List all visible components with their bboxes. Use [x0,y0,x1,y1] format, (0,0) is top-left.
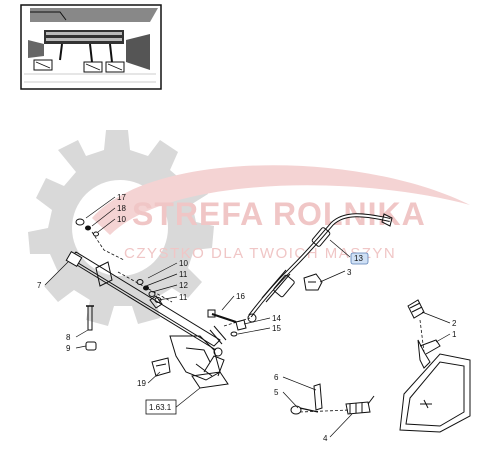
watermark-subtitle: CZYSTKO DLA TWOICH MASZYN [124,245,396,262]
label-8: 8 [66,333,71,342]
label-3: 3 [347,268,352,277]
pedal-shaft-assembly [65,250,229,389]
label-18: 18 [117,204,126,213]
lower-fittings [290,383,375,415]
inset-pedal-view [20,4,162,90]
label-15: 15 [272,324,281,333]
label-10-middle: 10 [179,259,188,268]
label-11-upper: 11 [179,270,188,279]
label-9: 9 [66,344,71,353]
watermark-title: STREFA ROLNIKA [132,196,426,232]
watermark-swoosh [92,165,470,235]
label-13: 13 [354,254,363,263]
reference-163-label: 1.63.1 [149,403,172,412]
right-pedal [399,299,471,433]
label-5: 5 [274,388,279,397]
label-11-lower: 11 [179,293,188,302]
label-19: 19 [137,379,146,388]
reference-box[interactable]: 1.63.1 [145,399,177,415]
label-1: 1 [452,330,457,339]
leader-lines [44,196,451,438]
watermark-logo: STREFA ROLNIKA CZYSTKO DLA TWOICH MASZYN [28,130,470,326]
clip-part [151,357,171,377]
label-12: 12 [179,281,188,290]
washer-stack-top [75,218,99,237]
label-17: 17 [117,193,126,202]
washer-stack-middle [136,279,162,303]
bracket-part [303,273,323,291]
label-2: 2 [452,319,457,328]
label-10-top: 10 [117,215,126,224]
control-cable [247,213,393,323]
part-labels: 17 18 10 7 10 11 12 11 16 14 15 8 9 19 3… [37,193,457,443]
highlight-part-13[interactable]: 13 [350,252,369,265]
label-6: 6 [274,373,279,382]
label-7: 7 [37,281,42,290]
label-4: 4 [323,434,328,443]
bolt-and-fittings [207,309,247,337]
label-14: 14 [272,314,281,323]
label-16: 16 [236,292,245,301]
